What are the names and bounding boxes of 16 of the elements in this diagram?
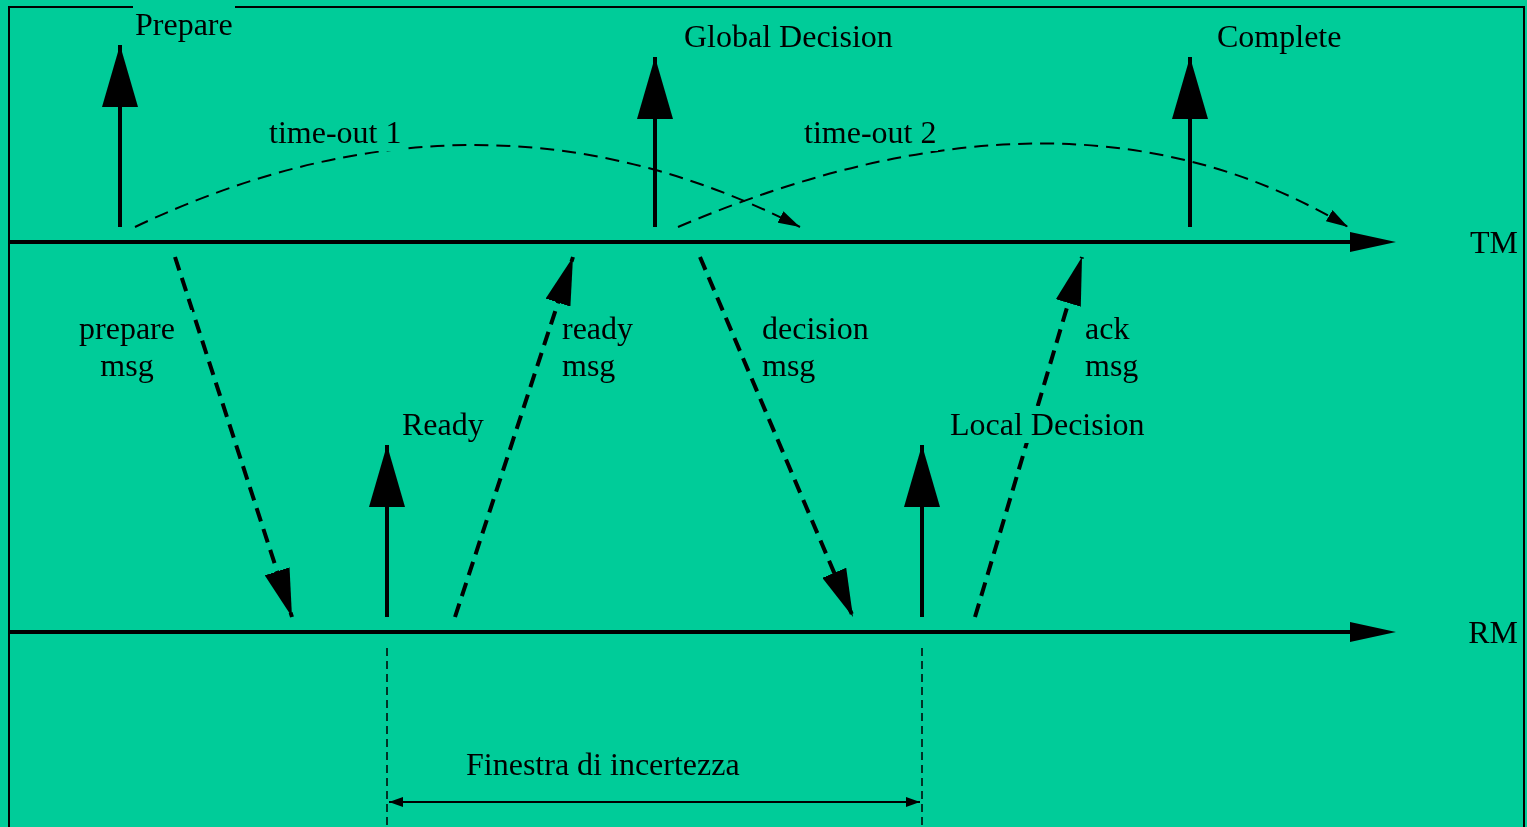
message-arrow xyxy=(973,256,1084,618)
message-arrow xyxy=(453,256,575,618)
dimension-label: Finestra di incertezza xyxy=(466,746,740,783)
timeline-label: RM xyxy=(1468,617,1518,647)
edge-label: Local Decision xyxy=(948,406,1147,443)
event-arrow xyxy=(904,445,940,617)
message-arrow xyxy=(173,256,294,618)
timeout-arrow xyxy=(134,144,801,228)
event-arrow xyxy=(1172,57,1208,227)
message-arrow xyxy=(698,256,855,618)
event-arrow xyxy=(369,445,405,617)
event-arrow xyxy=(637,57,673,227)
timeout-arrow xyxy=(677,142,1349,228)
timeline-label: TM xyxy=(1470,227,1518,257)
event-arrow xyxy=(102,45,138,227)
edge-label: Prepare xyxy=(133,6,235,43)
